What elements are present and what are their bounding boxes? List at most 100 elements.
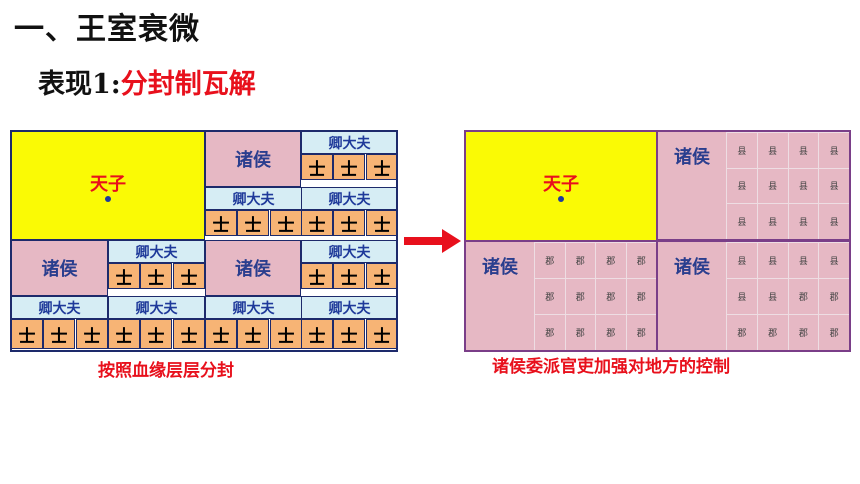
- arrow-right-icon: [404, 229, 461, 253]
- shi-block: 士: [237, 210, 269, 236]
- tianzi-block: 天子: [11, 131, 205, 240]
- xian-cell: 县: [818, 242, 849, 278]
- shi-block-text: 士: [277, 215, 295, 236]
- zhuhou-block: 诸侯: [658, 134, 726, 178]
- xian-cell-text: 县: [798, 146, 808, 157]
- xian-cell-text: 县: [737, 257, 747, 267]
- shi-block: 士: [140, 263, 172, 289]
- jun-cell: 郡: [625, 314, 656, 350]
- shi-block-text: 士: [373, 159, 391, 180]
- subtitle-value: 分封制瓦解: [120, 69, 256, 100]
- jun-cell-text: 郡: [829, 293, 839, 303]
- qingdafu-block: 卿大夫: [205, 296, 302, 319]
- zhuhou-block: 诸侯: [11, 240, 108, 296]
- qingdafu-block-text: 卿大夫: [232, 300, 275, 317]
- shi-block-text: 士: [373, 215, 391, 236]
- tianzi-dot: [105, 195, 111, 202]
- jun-cell: 郡: [625, 278, 656, 314]
- shi-block-text: 士: [83, 326, 101, 347]
- zhuhou-domain: [658, 242, 849, 350]
- shi-block-text: 士: [373, 326, 391, 347]
- qingdafu-block-text: 卿大夫: [328, 300, 371, 317]
- subtitle-key: 表现1:: [38, 69, 121, 100]
- page-subtitle: 表现1:分封制瓦解: [38, 62, 256, 101]
- qingdafu-block-text: 卿大夫: [328, 244, 371, 261]
- shi-block: 士: [270, 319, 302, 349]
- jun-cell: 郡: [595, 278, 626, 314]
- xian-cell: 县: [726, 132, 757, 168]
- shi-block-text: 士: [373, 268, 391, 289]
- jun-cell: 郡: [787, 278, 819, 314]
- shi-block: 士: [237, 319, 269, 349]
- jun-cell: 郡: [534, 314, 565, 350]
- jun-cell: 郡: [564, 314, 595, 350]
- xian-cell: 县: [756, 242, 788, 278]
- shi-block: 士: [301, 319, 333, 349]
- xian-cell-text: 县: [829, 146, 839, 157]
- shi-block: 士: [366, 319, 398, 349]
- zhuhou-block-text: 诸侯: [674, 257, 710, 278]
- qingdafu-block: 卿大夫: [301, 131, 398, 154]
- jun-cell-text: 郡: [829, 329, 839, 339]
- xian-cell: 县: [818, 203, 849, 239]
- xian-cell: 县: [787, 242, 819, 278]
- shi-block: 士: [301, 154, 333, 180]
- xian-cell: 县: [726, 203, 757, 239]
- shi-block-text: 士: [277, 326, 295, 347]
- shi-block-text: 士: [180, 326, 198, 347]
- zhuhou-block: 诸侯: [205, 131, 301, 187]
- xian-cell-text: 县: [737, 146, 747, 157]
- jun-cell: 郡: [756, 314, 788, 350]
- xian-cell: 县: [756, 203, 788, 239]
- jun-cell-text: 郡: [636, 329, 646, 339]
- shi-block: 士: [108, 319, 140, 349]
- jun-cell-text: 郡: [545, 257, 555, 267]
- jun-cell-text: 郡: [575, 293, 585, 303]
- qingdafu-block-text: 卿大夫: [232, 191, 275, 208]
- shi-block: 士: [366, 263, 398, 289]
- shi-block-text: 士: [212, 326, 230, 347]
- jun-cell: 郡: [564, 278, 595, 314]
- xian-cell-text: 县: [829, 182, 839, 193]
- shi-block: 士: [301, 263, 333, 289]
- xian-cell: 县: [726, 242, 757, 278]
- qingdafu-block: 卿大夫: [301, 240, 398, 263]
- shi-block: 士: [333, 154, 365, 180]
- qingdafu-block: 卿大夫: [205, 187, 302, 210]
- jun-cell: 郡: [595, 242, 626, 278]
- jun-cell: 郡: [818, 314, 849, 350]
- shi-block: 士: [173, 263, 205, 289]
- shi-block-text: 士: [147, 326, 165, 347]
- xian-cell-text: 县: [768, 257, 778, 267]
- jun-cell-text: 郡: [798, 329, 808, 339]
- xian-cell-text: 县: [737, 182, 747, 193]
- shi-block-text: 士: [180, 268, 198, 289]
- zhuhou-block-text: 诸侯: [482, 257, 518, 278]
- shi-block: 士: [333, 319, 365, 349]
- zhuhou-domain: [466, 242, 656, 350]
- qingdafu-block: 卿大夫: [301, 296, 398, 319]
- jun-cell-text: 郡: [737, 329, 747, 339]
- qingdafu-block-text: 卿大夫: [38, 300, 81, 317]
- xian-cell-text: 县: [798, 218, 808, 229]
- shi-block-text: 士: [115, 268, 133, 289]
- tianzi-label: 天子: [90, 173, 126, 195]
- qingdafu-block: 卿大夫: [108, 240, 205, 263]
- zhuhou-block: 诸侯: [205, 240, 301, 296]
- right-caption: 诸侯委派官吏加强对地方的控制: [492, 357, 730, 377]
- shi-block-text: 士: [308, 268, 326, 289]
- shi-block: 士: [76, 319, 108, 349]
- qingdafu-block: 卿大夫: [11, 296, 108, 319]
- shi-block-text: 士: [147, 268, 165, 289]
- xian-cell: 县: [756, 278, 788, 314]
- qingdafu-block-text: 卿大夫: [328, 191, 371, 208]
- shi-block: 士: [270, 210, 302, 236]
- xian-cell: 县: [787, 203, 819, 239]
- xian-cell-text: 县: [829, 257, 839, 267]
- shi-block: 士: [140, 319, 172, 349]
- xian-cell-text: 县: [798, 182, 808, 193]
- shi-block-text: 士: [340, 215, 358, 236]
- shi-block: 士: [108, 263, 140, 289]
- qingdafu-block: 卿大夫: [108, 296, 205, 319]
- shi-block-text: 士: [50, 326, 68, 347]
